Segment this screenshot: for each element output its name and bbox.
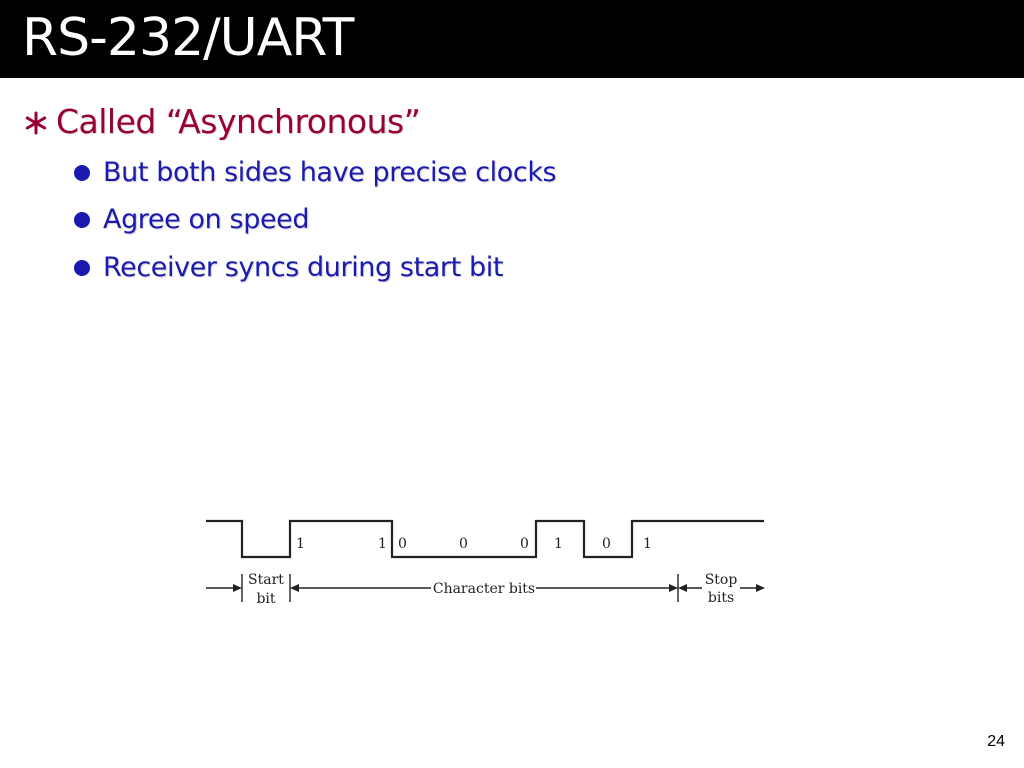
stop-bits-label: Stop — [705, 572, 738, 588]
signal-waveform — [206, 519, 764, 559]
asterisk-bullet-icon — [25, 111, 47, 135]
page-number: 24 — [987, 733, 1005, 750]
sub-bullet-2: Agree on speed — [74, 199, 310, 239]
bit-value-labels: 1 1 0 0 0 1 0 1 — [296, 536, 652, 552]
start-bit-label: bit — [256, 591, 275, 607]
sub-bullet-text: Receiver syncs during start bit — [103, 251, 504, 283]
dot-bullet-icon — [74, 165, 90, 181]
bit-label: 0 — [520, 536, 529, 552]
sub-bullet-text: Agree on speed — [103, 203, 310, 235]
slide-title: RS-232/UART — [22, 8, 354, 68]
bit-label: 1 — [378, 536, 387, 552]
start-bit-label: Start — [248, 572, 284, 588]
title-bar: RS-232/UART — [0, 0, 1024, 78]
bit-label: 1 — [643, 536, 652, 552]
stop-bits-label: bits — [708, 590, 734, 606]
sub-bullet-text: But both sides have precise clocks — [103, 156, 557, 188]
bit-label: 1 — [554, 536, 563, 552]
dot-bullet-icon — [74, 212, 90, 228]
dimension-arrowheads — [233, 584, 765, 592]
bit-label: 1 — [296, 536, 305, 552]
main-bullet: Called “Asynchronous” — [24, 99, 421, 143]
character-bits-label: Character bits — [433, 581, 535, 597]
uart-timing-diagram: 1 1 0 0 0 1 0 1 Start bit Character bits… — [206, 519, 765, 607]
bit-label: 0 — [398, 536, 407, 552]
sub-bullet-3: Receiver syncs during start bit — [74, 247, 503, 287]
sub-bullet-1: But both sides have precise clocks — [74, 152, 557, 192]
main-bullet-text: Called “Asynchronous” — [56, 101, 421, 141]
bit-label: 0 — [602, 536, 611, 552]
dot-bullet-icon — [74, 260, 90, 276]
bit-label: 0 — [459, 536, 468, 552]
